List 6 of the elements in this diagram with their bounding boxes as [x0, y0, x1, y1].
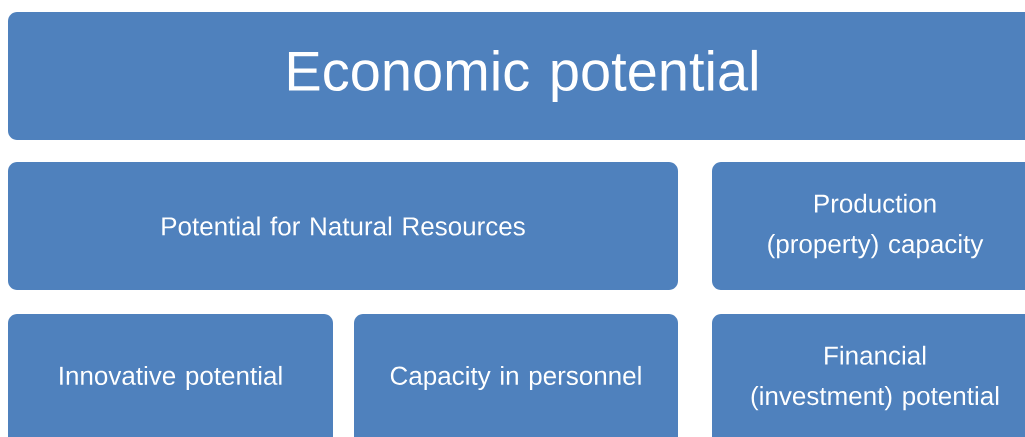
text-box: Economic potential — [8, 12, 1025, 140]
text-box: Production (property) capacity — [712, 162, 1025, 290]
text-box: Capacity in personnel — [354, 314, 678, 437]
text-box: Potential for Natural Resources — [8, 162, 678, 290]
text-box: Innovative potential — [8, 314, 333, 437]
text-box: Financial (investment) potential — [712, 314, 1025, 437]
